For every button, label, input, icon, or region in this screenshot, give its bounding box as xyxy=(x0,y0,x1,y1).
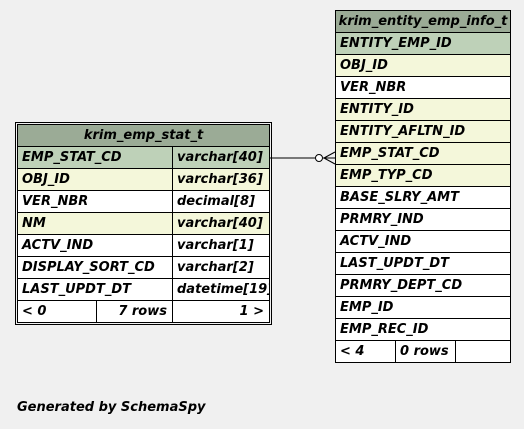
table-title-row[interactable]: krim_emp_stat_t xyxy=(16,124,271,147)
column-row[interactable]: ENTITY_EMP_ID xyxy=(334,32,512,55)
column-type: datetime[19] xyxy=(171,278,271,301)
parents-count: < 0 xyxy=(17,300,97,323)
column-name: EMP_REC_ID xyxy=(334,318,512,341)
column-name: EMP_STAT_CD xyxy=(334,142,512,165)
column-row[interactable]: EMP_REC_ID xyxy=(334,318,512,341)
column-name: VER_NBR xyxy=(17,190,173,213)
column-row[interactable]: EMP_STAT_CD xyxy=(334,142,512,165)
row-count: 7 rows xyxy=(96,300,173,323)
column-name: EMP_STAT_CD xyxy=(17,146,173,169)
column-row[interactable]: BASE_SLRY_AMT xyxy=(334,186,512,209)
column-name: ACTV_IND xyxy=(17,234,173,257)
column-type: varchar[2] xyxy=(171,256,271,279)
column-name: ENTITY_AFLTN_ID xyxy=(334,120,512,143)
column-row[interactable]: VER_NBR xyxy=(334,76,512,99)
footer-empty xyxy=(454,340,512,363)
column-name: EMP_TYP_CD xyxy=(334,164,512,187)
generated-by-note: Generated by SchemaSpy xyxy=(17,400,206,415)
column-type: decimal[8] xyxy=(171,190,271,213)
row-count: 0 rows xyxy=(395,340,456,363)
column-name: EMP_ID xyxy=(334,296,512,319)
column-row[interactable]: EMP_TYP_CD xyxy=(334,164,512,187)
column-name: BASE_SLRY_AMT xyxy=(334,186,512,209)
optional-marker xyxy=(315,154,323,162)
column-type: varchar[1] xyxy=(171,234,271,257)
column-row[interactable]: PRMRY_DEPT_CD xyxy=(334,274,512,297)
column-row[interactable]: LAST_UPDT_DT xyxy=(334,252,512,275)
column-row[interactable]: ENTITY_ID xyxy=(334,98,512,121)
parents-count: < 4 xyxy=(335,340,396,363)
column-row[interactable]: PRMRY_IND xyxy=(334,208,512,231)
column-row[interactable]: OBJ_ID xyxy=(334,54,512,77)
column-row[interactable]: EMP_ID xyxy=(334,296,512,319)
column-name: ENTITY_EMP_ID xyxy=(334,32,512,55)
column-name: NM xyxy=(17,212,173,235)
column-type: varchar[36] xyxy=(171,168,271,191)
column-row[interactable]: ENTITY_AFLTN_ID xyxy=(334,120,512,143)
column-name: PRMRY_DEPT_CD xyxy=(334,274,512,297)
column-name: PRMRY_IND xyxy=(334,208,512,231)
column-name: DISPLAY_SORT_CD xyxy=(17,256,173,279)
children-count: 1 > xyxy=(171,300,271,323)
column-name: OBJ_ID xyxy=(17,168,173,191)
column-name: LAST_UPDT_DT xyxy=(17,278,173,301)
table-title-row[interactable]: krim_entity_emp_info_t xyxy=(334,10,512,33)
column-name: VER_NBR xyxy=(334,76,512,99)
column-name: OBJ_ID xyxy=(334,54,512,77)
table-title: krim_entity_emp_info_t xyxy=(334,10,512,33)
column-row[interactable]: ACTV_IND xyxy=(334,230,512,253)
crowfoot-lower xyxy=(323,157,336,165)
table-title: krim_emp_stat_t xyxy=(16,124,271,147)
column-name: ACTV_IND xyxy=(334,230,512,253)
column-name: ENTITY_ID xyxy=(334,98,512,121)
column-type: varchar[40] xyxy=(171,212,271,235)
column-type: varchar[40] xyxy=(171,146,271,169)
column-name: LAST_UPDT_DT xyxy=(334,252,512,275)
crowfoot-upper xyxy=(323,151,336,159)
